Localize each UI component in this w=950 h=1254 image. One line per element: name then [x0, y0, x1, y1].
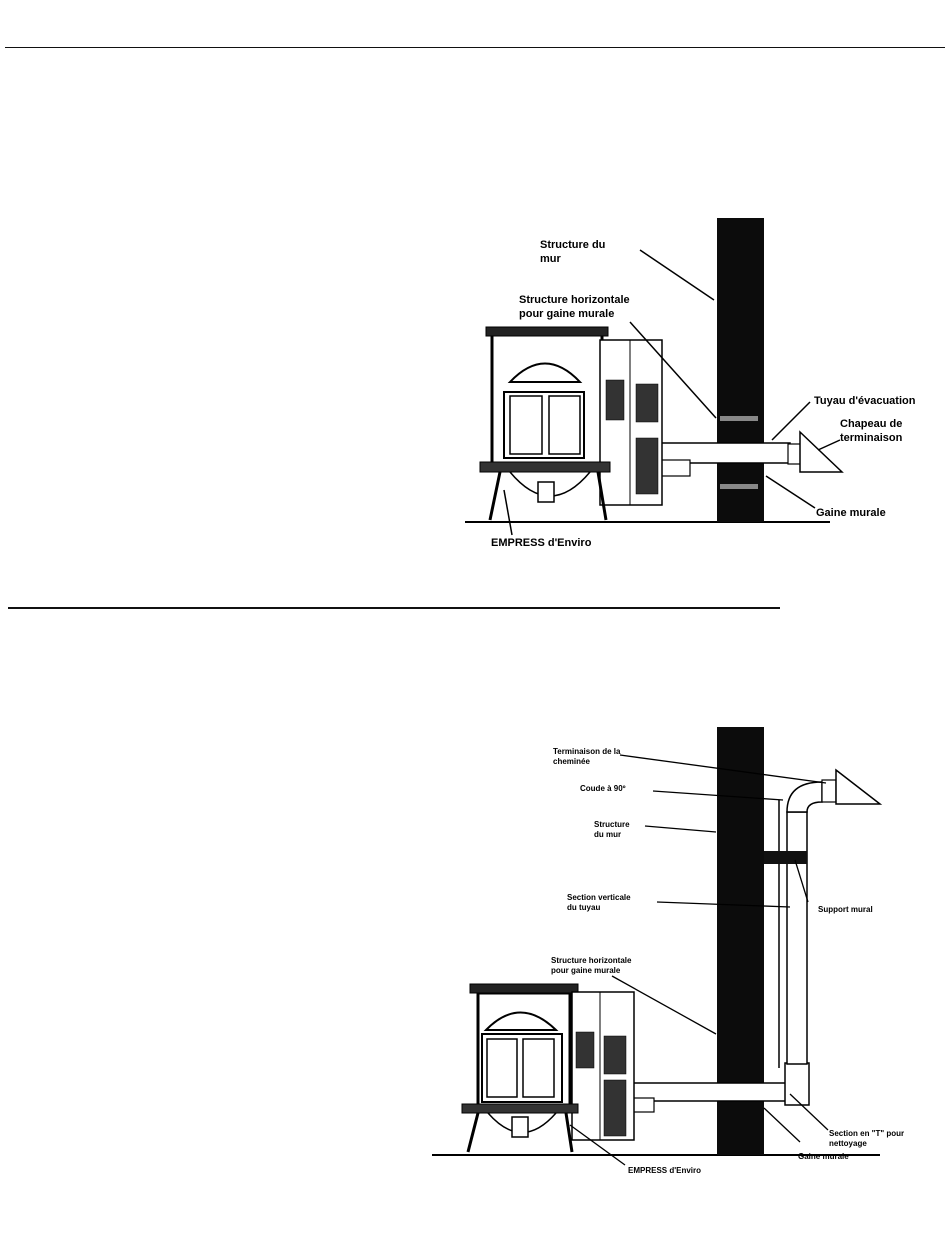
label-wall-sleeve: Gaine murale: [816, 507, 886, 519]
leader-lines: [569, 754, 829, 1166]
wall-sleeve-mark-top: [720, 416, 758, 421]
label-horizontal-structure-2: pour gaine murale: [519, 308, 614, 320]
label-vertical-section-1: Section verticale: [567, 893, 631, 902]
pipe-coupler: [631, 1097, 655, 1113]
label-horizontal-structure-1: Structure horizontale: [519, 294, 630, 306]
label-wall-structure-2: mur: [540, 253, 562, 265]
wall: [717, 218, 764, 522]
label-exhaust-pipe: Tuyau d'évacuation: [814, 395, 916, 407]
label-wall-structure-1: Structure du: [540, 239, 605, 251]
label-tee-2: nettoyage: [829, 1139, 867, 1148]
vertical-pipe: [786, 811, 808, 1065]
wall-bracket: [764, 851, 807, 864]
label-termination-cap-2: terminaison: [840, 432, 903, 444]
leader-lines: [503, 249, 841, 536]
label-stove: EMPRESS d'Enviro: [628, 1166, 701, 1175]
label-horizontal-structure-2: pour gaine murale: [551, 966, 621, 975]
label-chimney-termination-2: cheminée: [553, 757, 590, 766]
chimney-termination-cap: [835, 768, 883, 805]
label-wall-structure-1: Structure: [594, 820, 630, 829]
section-divider: [8, 607, 780, 609]
label-wall-bracket: Support mural: [818, 905, 873, 914]
label-wall-structure-2: du mur: [594, 830, 621, 839]
top-rule: [5, 47, 945, 48]
horizontal-pipe: [631, 1082, 808, 1102]
stove: [461, 983, 635, 1153]
cleanout-tee: [784, 1062, 810, 1106]
label-termination-cap-1: Chapeau de: [840, 418, 902, 430]
label-elbow: Coude à 90º: [580, 784, 626, 793]
label-wall-sleeve: Gaine murale: [798, 1152, 849, 1161]
termination-cap: [799, 430, 844, 473]
stove: [479, 326, 663, 521]
elbow: [786, 781, 823, 813]
label-stove: EMPRESS d'Enviro: [491, 537, 592, 549]
label-vertical-section-2: du tuyau: [567, 903, 600, 912]
label-horizontal-structure-1: Structure horizontale: [551, 956, 632, 965]
wall-sleeve-mark-bottom: [720, 484, 758, 489]
label-chimney-termination-1: Terminaison de la: [553, 747, 621, 756]
label-tee-1: Section en "T" pour: [829, 1129, 904, 1138]
